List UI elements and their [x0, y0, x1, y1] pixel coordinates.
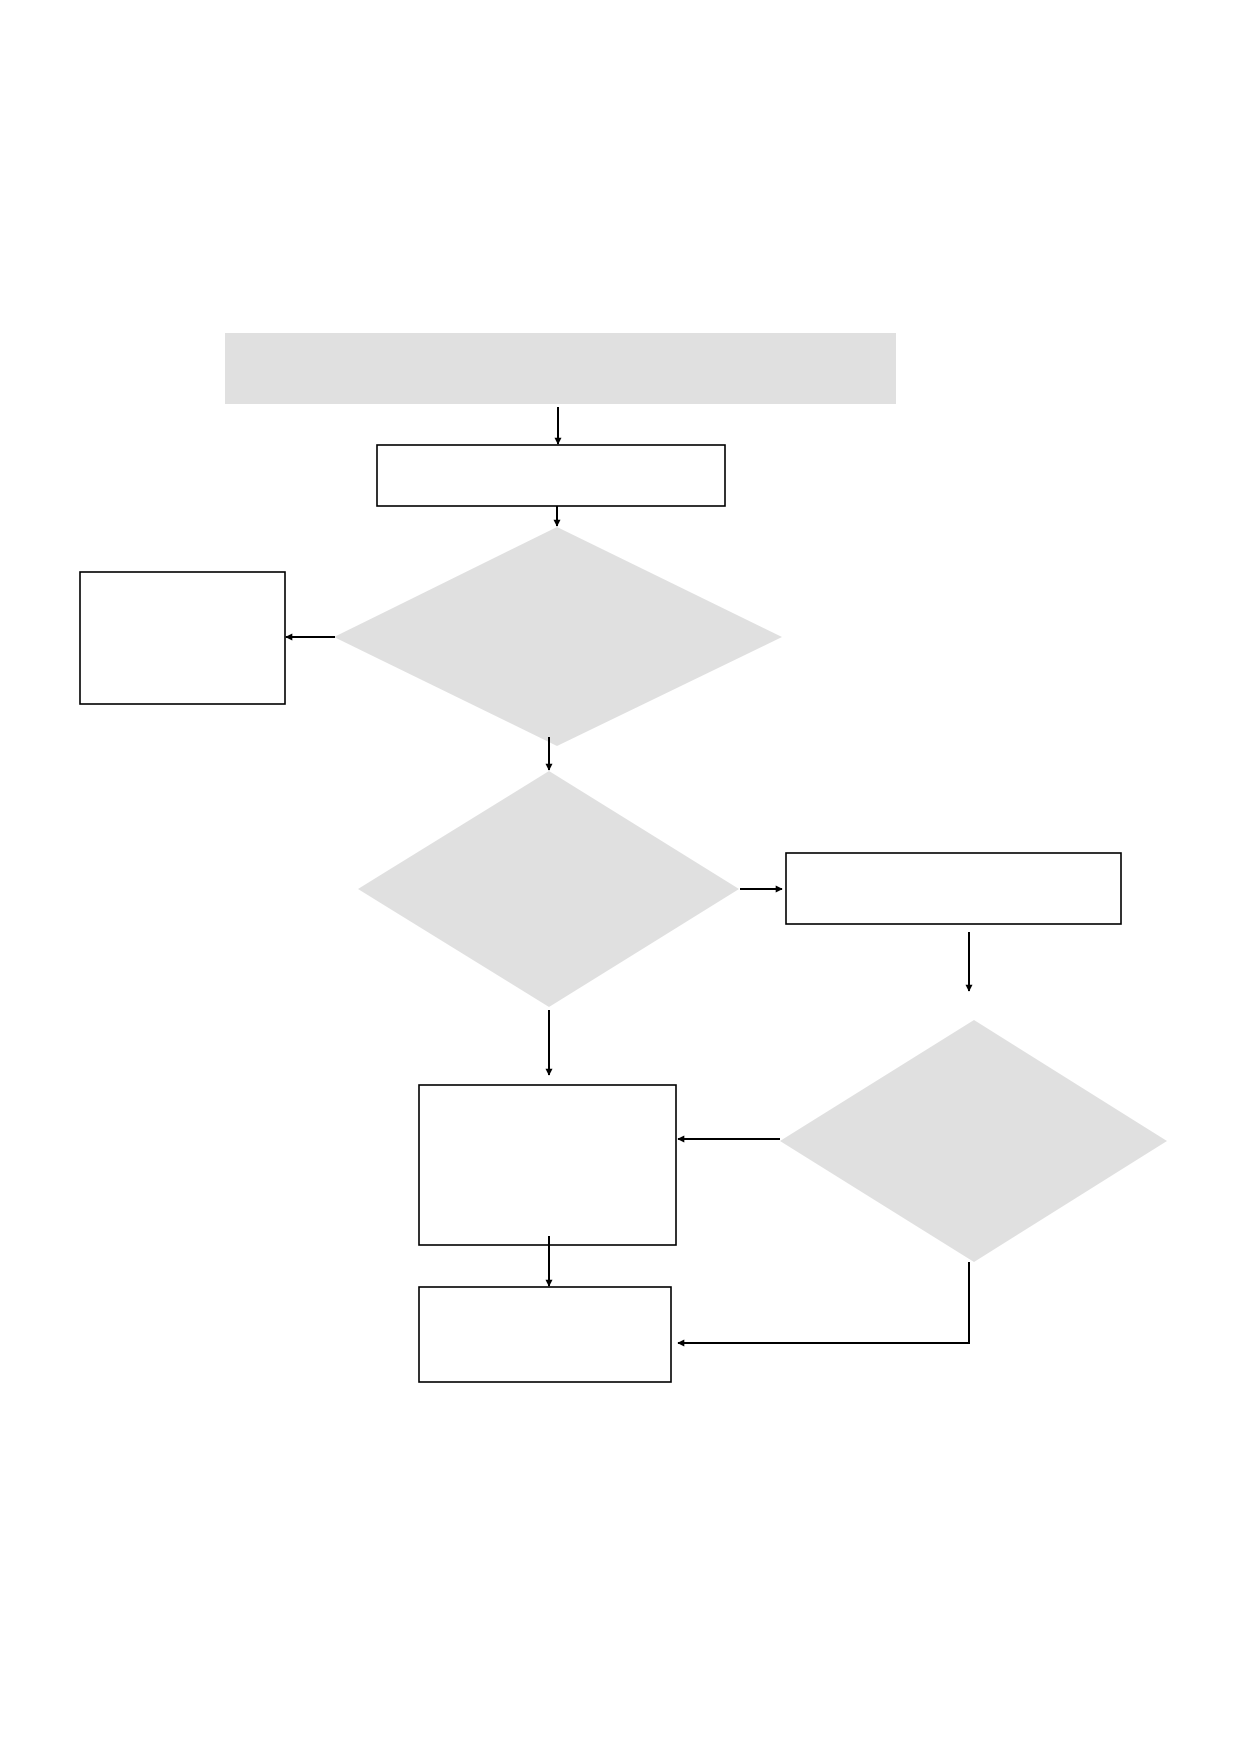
step-box-1: [376, 444, 726, 507]
decision-2-diamond: [358, 771, 739, 1007]
final-box: [418, 1286, 672, 1383]
decision-1-diamond: [334, 527, 782, 746]
decision-3-diamond: [780, 1020, 1167, 1262]
center-box: [418, 1084, 677, 1246]
right-step-box: [785, 852, 1122, 925]
header-bar: [225, 333, 896, 404]
left-outcome-box: [79, 571, 286, 705]
arrow-decision3-to-final-box: [677, 1262, 970, 1347]
connectors: [285, 407, 973, 1347]
